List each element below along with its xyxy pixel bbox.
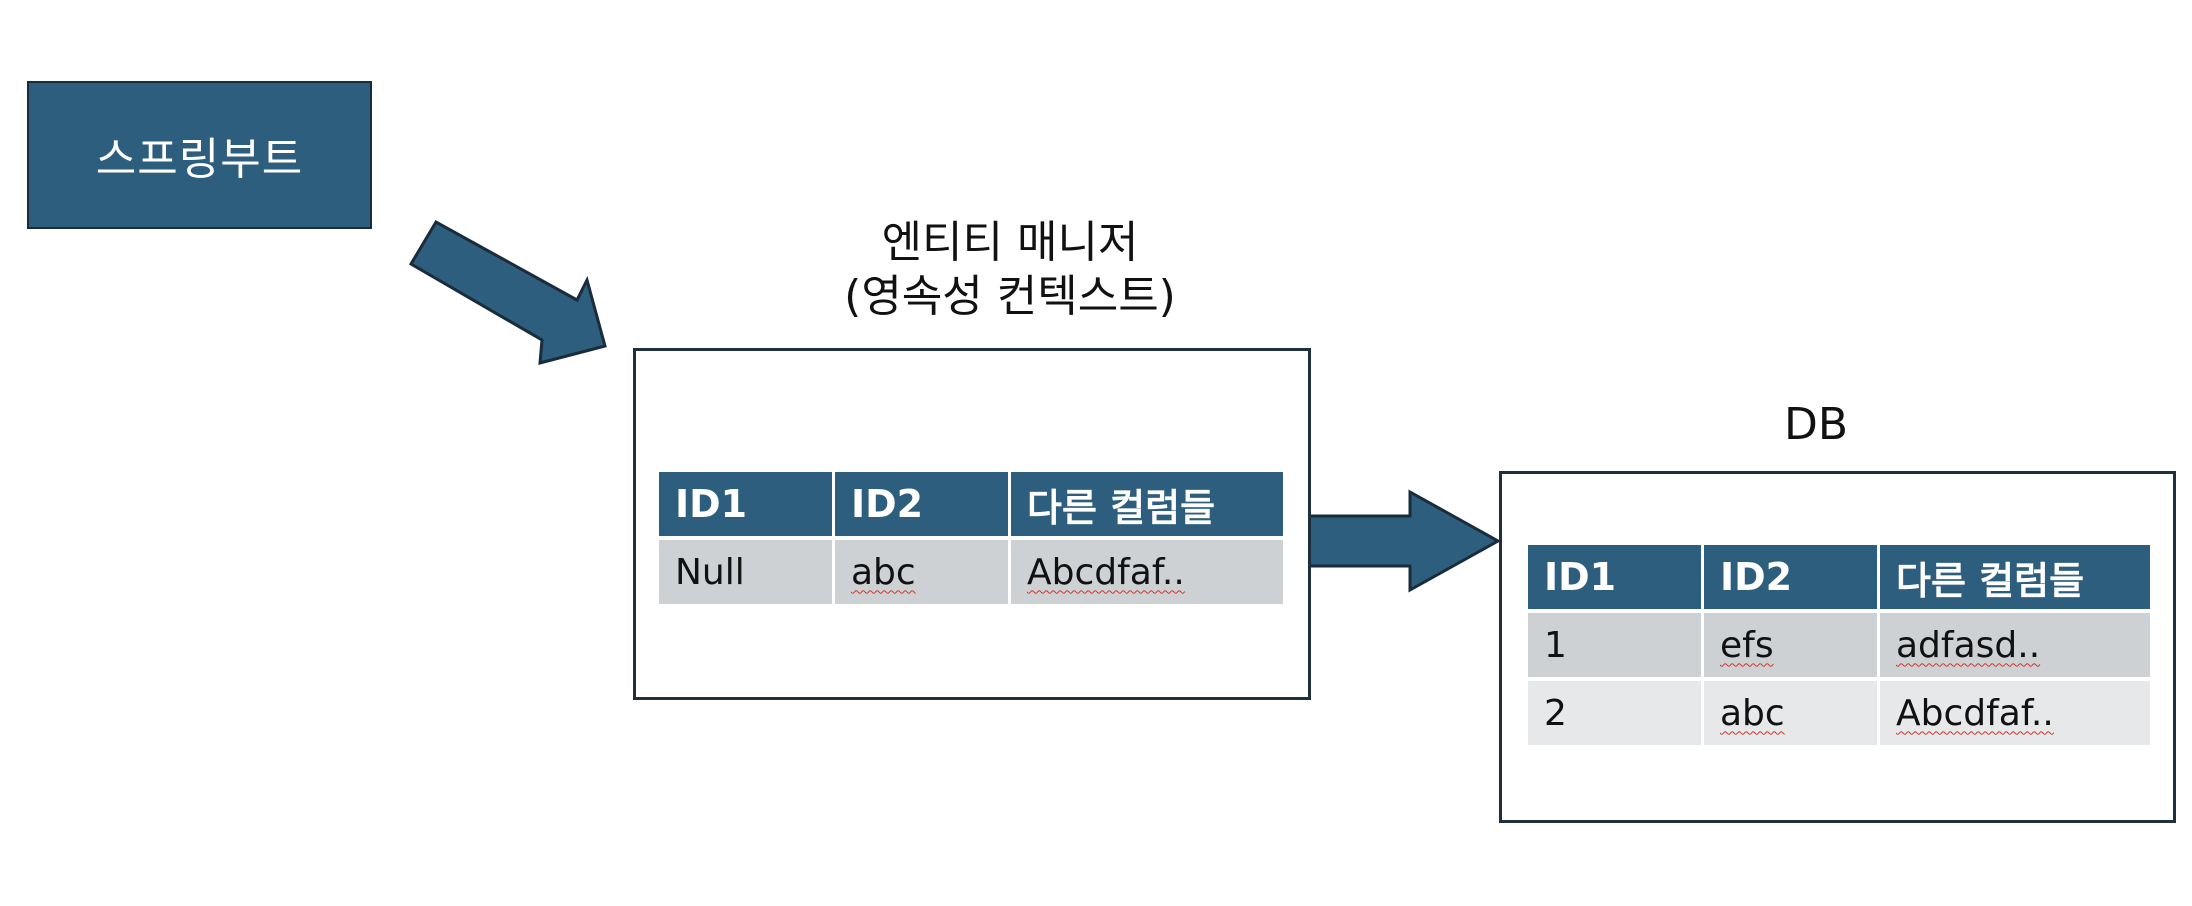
table-row: Null abc Abcdfaf.. (659, 540, 1283, 608)
db-table: ID1 ID2 다른 컬럼들 1 efs adfasd.. 2 abc Abcd… (1528, 545, 2150, 749)
cell-id2-text: efs (1720, 624, 1774, 666)
cell-id2-text: abc (1720, 692, 1785, 734)
table-header-row: ID1 ID2 다른 컬럼들 (1528, 545, 2150, 613)
cell-other: adfasd.. (1880, 613, 2150, 681)
entity-manager-title-line2: (영속성 컨텍스트) (844, 271, 1176, 322)
header-id1: ID1 (1528, 545, 1704, 613)
header-id2: ID2 (1704, 545, 1880, 613)
cell-other-text: adfasd.. (1896, 624, 2041, 666)
cell-id2: efs (1704, 613, 1880, 681)
cell-id1: 2 (1528, 681, 1704, 749)
db-title: DB (1783, 399, 1849, 450)
header-other-columns: 다른 컬럼들 (1011, 472, 1283, 540)
cell-other: Abcdfaf.. (1880, 681, 2150, 749)
arrow-right-icon (1284, 489, 1502, 593)
cell-other-text: Abcdfaf.. (1896, 692, 2054, 734)
spring-boot-label: 스프링부트 (95, 134, 304, 185)
header-id2: ID2 (835, 472, 1011, 540)
entity-manager-title-line1: 엔티티 매니저 (881, 217, 1139, 268)
cell-id2: abc (835, 540, 1011, 608)
spring-boot-node: 스프링부트 (27, 81, 372, 229)
entity-manager-table: ID1 ID2 다른 컬럼들 Null abc Abcdfaf.. (659, 472, 1283, 608)
cell-id1: 1 (1528, 613, 1704, 681)
cell-id1: Null (659, 540, 835, 608)
cell-other: Abcdfaf.. (1011, 540, 1283, 608)
table-row: 2 abc Abcdfaf.. (1528, 681, 2150, 749)
entity-manager-title: 엔티티 매니저 (영속성 컨텍스트) (800, 216, 1220, 324)
arrow-right-down-icon (408, 219, 607, 365)
header-id1: ID1 (659, 472, 835, 540)
table-row: 1 efs adfasd.. (1528, 613, 2150, 681)
cell-id2-text: abc (851, 551, 916, 593)
header-other-columns: 다른 컬럼들 (1880, 545, 2150, 613)
cell-other-text: Abcdfaf.. (1027, 551, 1185, 593)
table-header-row: ID1 ID2 다른 컬럼들 (659, 472, 1283, 540)
cell-id2: abc (1704, 681, 1880, 749)
